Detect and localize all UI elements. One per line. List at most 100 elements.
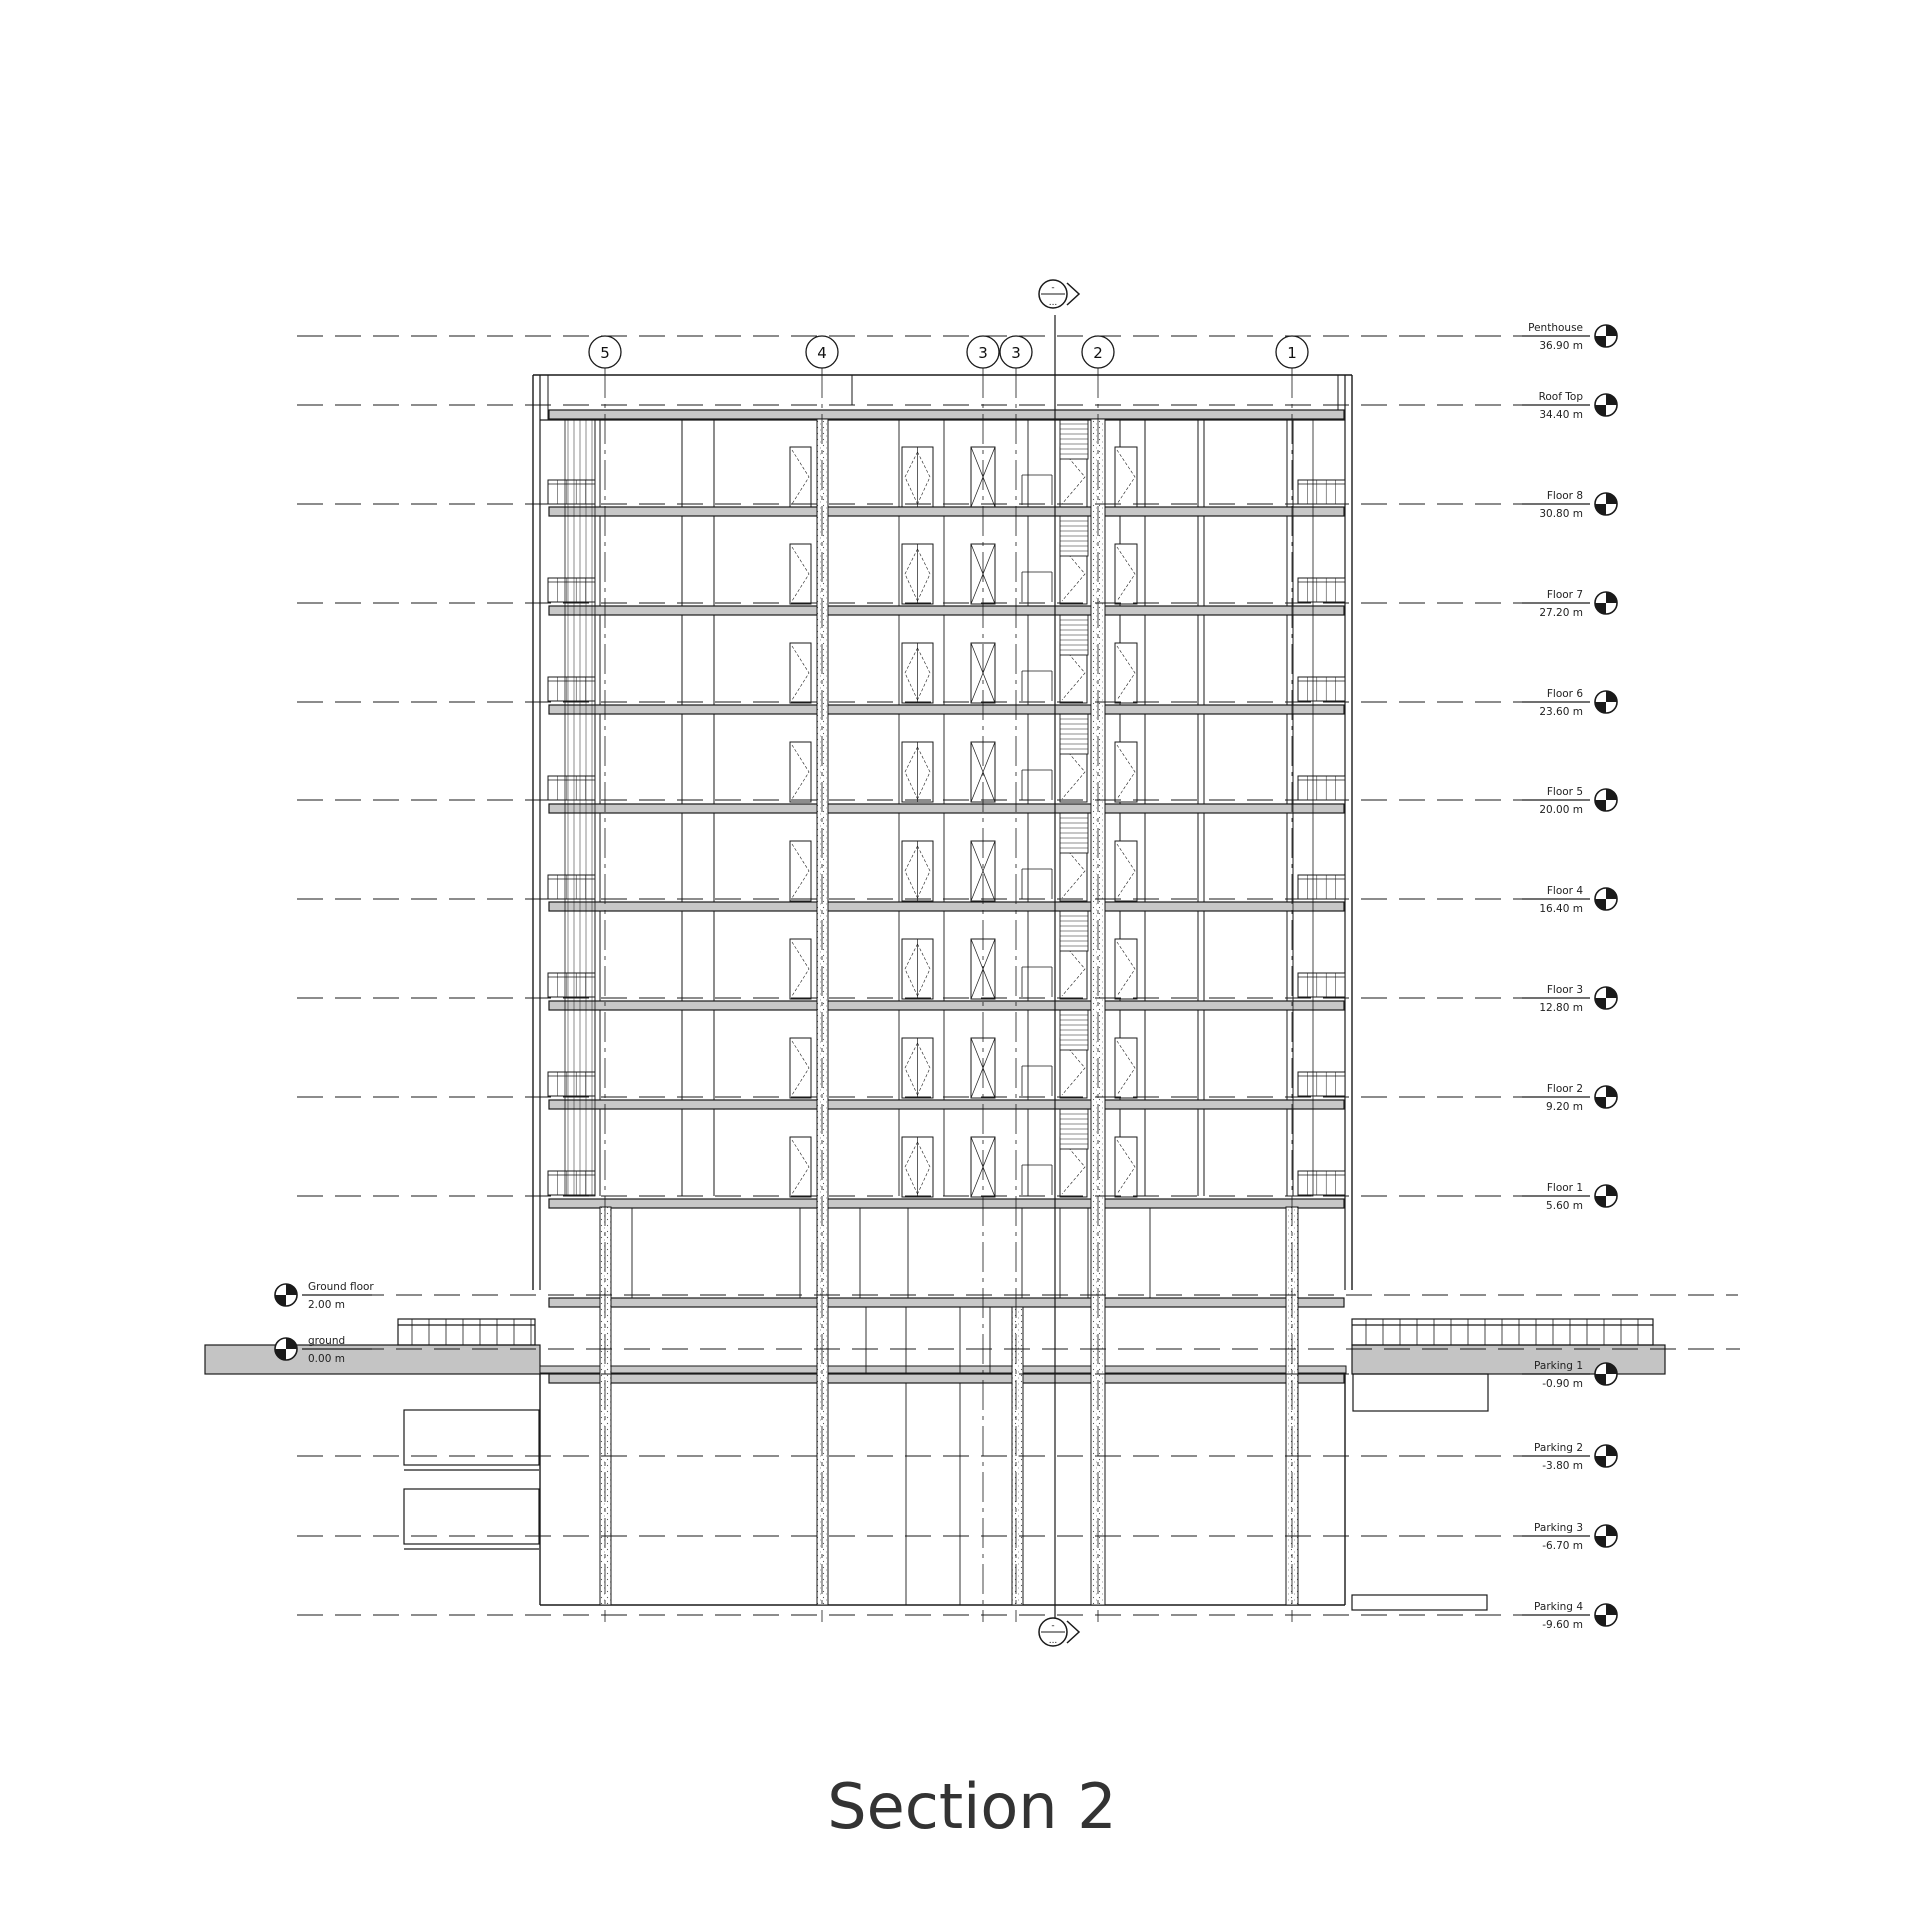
level-name: Floor 2 — [1547, 1083, 1583, 1095]
door — [789, 840, 812, 902]
door — [901, 840, 934, 902]
level-elevation: -3.80 m — [1542, 1460, 1583, 1472]
balcony-right — [1297, 1071, 1346, 1097]
level-marker-icon — [274, 1337, 298, 1361]
floor-slab — [548, 901, 1345, 912]
level-elevation: 2.00 m — [308, 1299, 345, 1311]
building-outline — [532, 374, 1353, 1606]
balcony-left — [547, 775, 596, 801]
door — [901, 642, 934, 704]
level-name: Ground floor — [308, 1281, 374, 1293]
level-marker-icon — [1594, 788, 1618, 812]
level-marker-icon — [1594, 492, 1618, 516]
door — [1114, 543, 1138, 605]
door — [1114, 741, 1138, 803]
level-marker-icon — [1594, 393, 1618, 417]
level-elevation: 36.90 m — [1539, 340, 1583, 352]
section-marker-bottom-text: - — [1051, 1621, 1054, 1631]
grid-head: 3 — [966, 335, 1000, 1622]
door — [789, 642, 812, 704]
level-datum: Floor 520.00 m — [297, 786, 1618, 816]
floor-slab — [548, 1373, 1345, 1384]
level-datum: Floor 623.60 m — [297, 688, 1618, 718]
level-elevation: 0.00 m — [308, 1353, 345, 1365]
balcony-left — [547, 1170, 596, 1196]
grid-label: 3 — [1011, 344, 1021, 362]
level-datum: Floor 312.80 m — [297, 984, 1618, 1014]
balcony-right — [1297, 775, 1346, 801]
level-name: Penthouse — [1528, 322, 1583, 334]
door — [901, 1136, 934, 1198]
balcony-left — [547, 676, 596, 702]
level-elevation: -0.90 m — [1542, 1378, 1583, 1390]
door — [901, 1037, 934, 1099]
door — [789, 1136, 812, 1198]
level-elevation: 5.60 m — [1546, 1200, 1583, 1212]
floor-slab — [548, 1297, 1345, 1308]
door — [1114, 1136, 1138, 1198]
door — [1114, 1037, 1138, 1099]
level-elevation: 9.20 m — [1546, 1101, 1583, 1113]
level-elevation: 27.20 m — [1539, 607, 1583, 619]
side-railings — [411, 1319, 1639, 1345]
floor-slabs — [540, 409, 1345, 1384]
stair-flight — [1021, 418, 1089, 505]
floor-slab — [548, 506, 1345, 517]
level-marker-icon — [1594, 1085, 1618, 1109]
drawing-title: Section 2 — [827, 1770, 1117, 1843]
level-datum: Parking 3-6.70 m — [297, 1522, 1618, 1552]
level-elevation: 23.60 m — [1539, 706, 1583, 718]
concrete-columns — [564, 418, 1314, 1606]
door — [901, 938, 934, 1000]
ground-band — [204, 1344, 1666, 1375]
grid-label: 4 — [817, 344, 827, 362]
grid-label: 5 — [600, 344, 610, 362]
section-marker-bottom-sheet: ... — [1049, 1636, 1058, 1646]
building-interior — [539, 375, 1346, 1605]
level-name: Parking 1 — [1534, 1360, 1583, 1372]
door — [789, 1037, 812, 1099]
floor-slab — [548, 803, 1345, 814]
level-marker-icon — [1594, 324, 1618, 348]
level-name: Parking 2 — [1534, 1442, 1583, 1454]
level-marker-icon — [1594, 690, 1618, 714]
level-datum: Parking 1 -0.90 m — [297, 1360, 1618, 1390]
section-marker-top-text: - — [1051, 283, 1054, 293]
door — [1114, 840, 1138, 902]
level-name: Roof Top — [1539, 391, 1584, 403]
level-elevation: -9.60 m — [1542, 1619, 1583, 1631]
stair-flight — [1021, 713, 1089, 800]
floor-slab — [548, 605, 1345, 616]
grid-head: 4 — [805, 335, 839, 1622]
balcony-right — [1297, 1170, 1346, 1196]
floor-slab — [548, 704, 1345, 715]
side-structures — [397, 1318, 1654, 1611]
floor-slab — [548, 1000, 1345, 1011]
level-datum: Penthouse 36.90 m — [297, 322, 1618, 352]
door — [1114, 938, 1138, 1000]
door — [901, 446, 934, 508]
door — [901, 741, 934, 803]
stair-flight — [1021, 614, 1089, 701]
level-marker-icon — [1594, 887, 1618, 911]
balcony-left — [547, 874, 596, 900]
concrete-column — [599, 1206, 612, 1606]
level-marker-icon — [1594, 1524, 1618, 1548]
level-datum: Floor 2 9.20 m — [297, 1083, 1618, 1113]
grid-head: 2 — [1081, 335, 1115, 1622]
level-marker-icon — [1594, 591, 1618, 615]
level-elevation: 12.80 m — [1539, 1002, 1583, 1014]
level-datum: Parking 4-9.60 m — [297, 1601, 1618, 1631]
level-elevation: -6.70 m — [1542, 1540, 1583, 1552]
level-elevation: 16.40 m — [1539, 903, 1583, 915]
section-marker: - ... - ... — [1038, 279, 1081, 1647]
stair-flight — [1021, 1108, 1089, 1195]
grid-label: 2 — [1093, 344, 1103, 362]
floor-slab — [548, 1198, 1345, 1209]
stair-flight — [1021, 515, 1089, 602]
